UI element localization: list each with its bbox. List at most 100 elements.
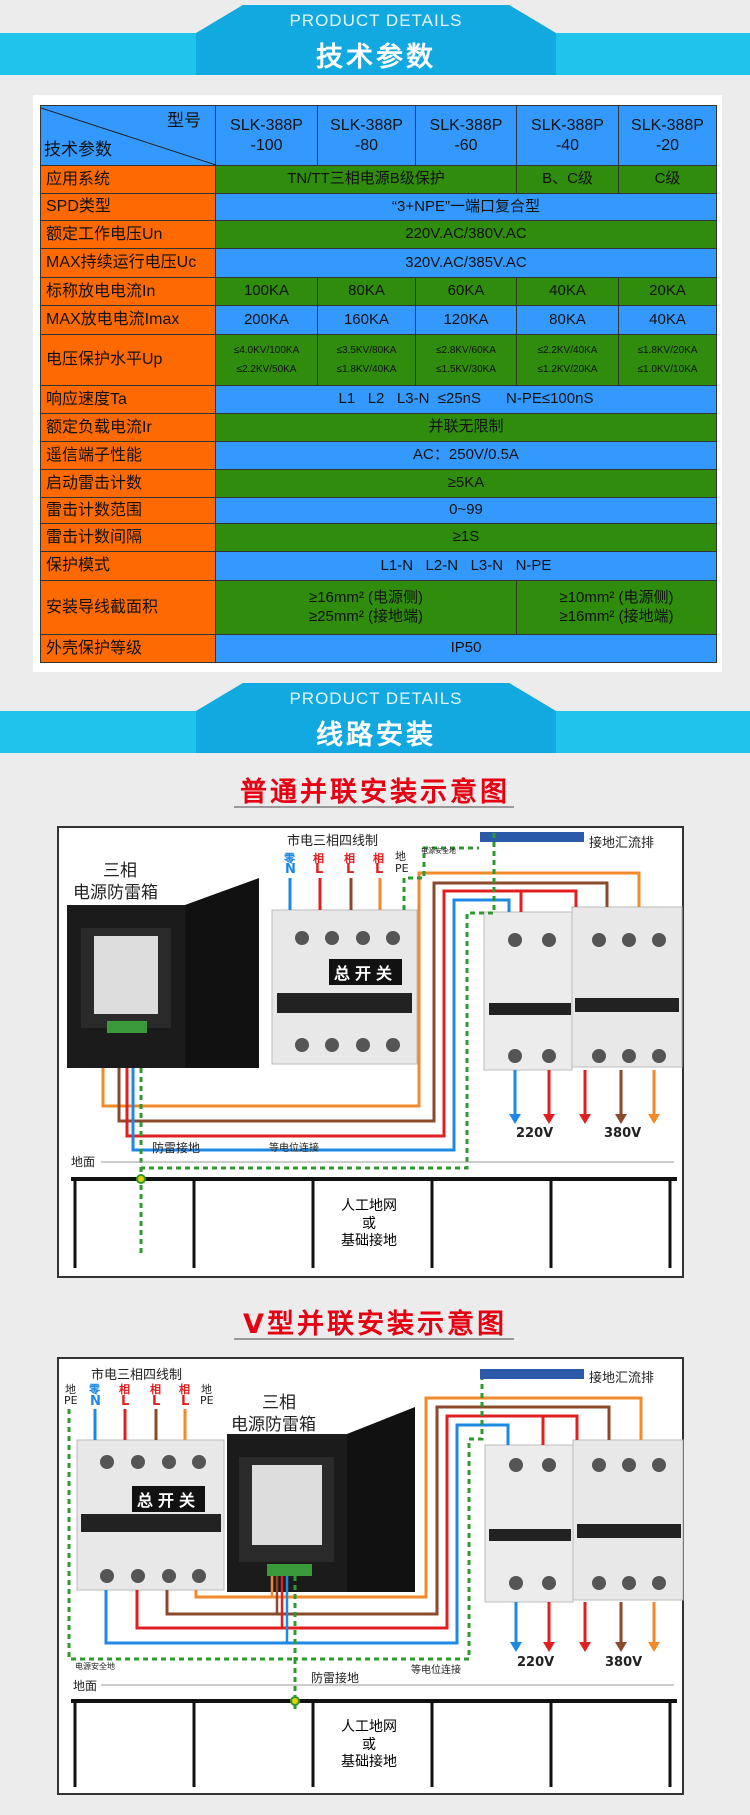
v-install-diagram: 市电三相四线制 地 PE 零 N 相 L 相 L 相 L 地 PE 接地汇流排 … xyxy=(57,1357,684,1795)
cell: 20KA xyxy=(618,277,717,306)
phase-label: 相 xyxy=(313,852,324,865)
model-header: SLK-388P -100 xyxy=(215,105,318,166)
corner-model-label: 型号 xyxy=(167,111,201,130)
spec-table: 型号 技术参数 SLK-388P -100 SLK-388P -80 SLK-3… xyxy=(40,105,717,663)
cell: 并联无限制 xyxy=(215,413,717,442)
phase-label: 相 xyxy=(150,1383,161,1396)
supply-label: 市电三相四线制 xyxy=(91,1368,183,1383)
row-label: MAX持续运行电压Uc xyxy=(40,248,216,278)
row-label: 应用系统 xyxy=(40,165,216,194)
cell: 120KA xyxy=(415,305,517,335)
model-header: SLK-388P -60 xyxy=(415,105,517,166)
neutral-label: 零 xyxy=(284,852,295,865)
model-header: SLK-388P -80 xyxy=(317,105,416,166)
row-label: SPD类型 xyxy=(40,193,216,221)
row-label: 额定工作电压Un xyxy=(40,220,216,249)
row-label: 标称放电电流In xyxy=(40,277,216,306)
up-value: ≤1.8KV/40KA xyxy=(336,364,397,375)
grid-text: 或 xyxy=(362,1736,376,1753)
phase-label: L xyxy=(315,862,324,877)
cell: 160KA xyxy=(317,305,416,335)
cell: ≤3.5KV/80KA≤1.8KV/40KA xyxy=(317,334,416,386)
cell: TN/TT三相电源B级保护 xyxy=(215,165,517,194)
section-banner-install: PRODUCT DETAILS 线路安装 xyxy=(196,683,556,753)
voltage-380-label: 380V xyxy=(604,1126,642,1141)
cell: C级 xyxy=(618,165,717,194)
cell: B、C级 xyxy=(516,165,619,194)
spd-box-label: 三相 xyxy=(262,1393,296,1413)
grid-text: 或 xyxy=(362,1215,376,1232)
row-label: 雷击计数间隔 xyxy=(40,523,216,552)
neutral-label: 零 xyxy=(89,1383,100,1396)
row-label: 额定负载电流Ir xyxy=(40,413,216,442)
cell: IP50 xyxy=(215,634,717,663)
up-value: ≤4.0KV/100KA xyxy=(233,345,300,356)
model-header: SLK-388P -20 xyxy=(618,105,717,166)
phase-label: 相 xyxy=(344,852,355,865)
cell: L1-N L2-N L3-N N-PE xyxy=(215,551,717,581)
cell: 40KA xyxy=(618,305,717,335)
busbar-label: 接地汇流排 xyxy=(589,836,655,851)
wire-value: ≥25mm² (接地端) xyxy=(308,607,424,625)
table-row: SPD类型“3+NPE”一端口复合型 xyxy=(40,193,717,221)
cell: ≥5KA xyxy=(215,469,717,498)
section-banner-specs: PRODUCT DETAILS 技术参数 xyxy=(196,5,556,75)
cell: L1 L2 L3-N ≤25nS N-PE≤100nS xyxy=(215,385,717,414)
up-value: ≤1.8KV/20KA xyxy=(637,345,698,356)
ground-busbar xyxy=(480,832,584,842)
spd-box-label: 电源防雷箱 xyxy=(231,1415,316,1435)
cell: ≥16mm² (电源侧)≥25mm² (接地端) xyxy=(215,580,517,635)
safe-ground-label: 电源安全地 xyxy=(75,1662,115,1671)
breaker-2p xyxy=(484,1444,574,1603)
corner-param-label: 技术参数 xyxy=(44,140,112,159)
up-value: ≤1.2KV/20KA xyxy=(537,364,598,375)
title-underline xyxy=(234,806,514,808)
cell: ≥10mm² (电源侧)≥16mm² (接地端) xyxy=(516,580,717,635)
up-value: ≤2.2KV/40KA xyxy=(537,345,598,356)
title-underline xyxy=(234,1338,514,1340)
up-value: ≤1.5KV/30KA xyxy=(436,364,496,375)
table-row: 启动雷击计数≥5KA xyxy=(40,469,717,498)
neutral-label: N xyxy=(285,862,296,877)
equipotential-label: 等电位连接 xyxy=(411,1665,461,1676)
phase-label: L xyxy=(346,862,355,877)
cell: 320V.AC/385V.AC xyxy=(215,248,717,278)
row-label: 电压保护水平Up xyxy=(40,334,216,386)
spd-box-label: 三相 xyxy=(103,861,137,881)
voltage-220-label: 220V xyxy=(516,1126,554,1141)
row-label: MAX放电电流Imax xyxy=(40,305,216,335)
phase-label: L xyxy=(375,862,384,877)
spd-cabinet-door xyxy=(185,878,259,1068)
grid-text: 人工地网 xyxy=(341,1719,397,1735)
banner-title: 技术参数 xyxy=(316,42,436,73)
ground-surface-label: 地面 xyxy=(73,1679,98,1693)
main-switch-label: 总开关 xyxy=(132,1486,206,1512)
ground-busbar xyxy=(480,1369,584,1379)
row-label: 雷击计数范围 xyxy=(40,497,216,524)
grid-text: 人工地网 xyxy=(341,1198,397,1214)
wire-value: ≥16mm² (接地端) xyxy=(559,607,674,625)
cell: 0~99 xyxy=(215,497,717,524)
pe-label: PE xyxy=(395,862,409,875)
row-label: 遥信端子性能 xyxy=(40,441,216,470)
ground-grid-label: 人工地网或基础接地 xyxy=(309,1719,429,1772)
table-row: 安装导线截面积 ≥16mm² (电源侧)≥25mm² (接地端) ≥10mm² … xyxy=(40,580,717,635)
up-value: ≤2.2KV/50KA xyxy=(236,364,297,375)
equipotential-label: 等电位连接 xyxy=(269,1143,319,1154)
phase-label: L xyxy=(181,1394,190,1409)
phase-label: 相 xyxy=(373,852,384,865)
voltage-220-label: 220V xyxy=(517,1655,555,1670)
cell: 80KA xyxy=(317,277,416,306)
cell: 100KA xyxy=(215,277,318,306)
banner-subtitle: PRODUCT DETAILS xyxy=(289,689,463,708)
cell: 220V.AC/380V.AC xyxy=(215,220,717,249)
row-label: 保护模式 xyxy=(40,551,216,581)
supply-label: 市电三相四线制 xyxy=(287,834,379,849)
spd-box-label: 电源防雷箱 xyxy=(73,883,158,903)
up-value: ≤2.8KV/60KA xyxy=(436,345,496,356)
